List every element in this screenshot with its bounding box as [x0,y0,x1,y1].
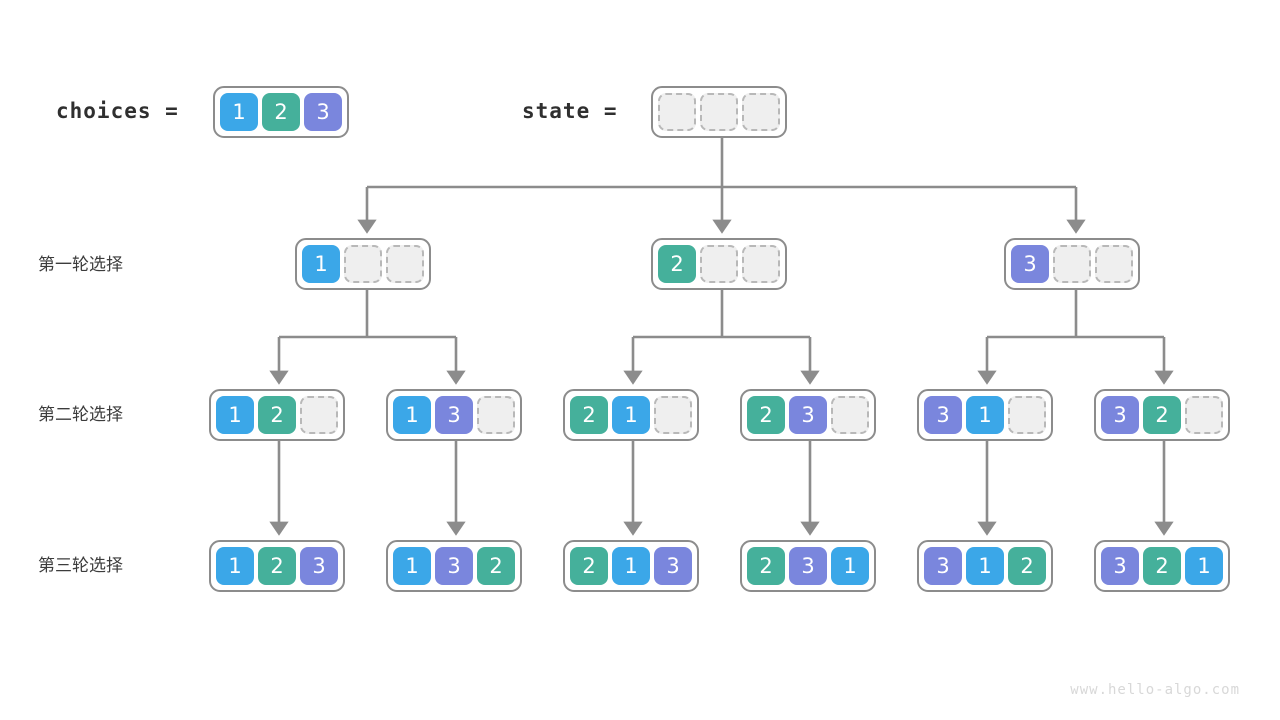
array-cell-empty [654,396,692,434]
array-cell-empty [700,93,738,131]
array-cell-1: 1 [966,396,1004,434]
array-cell-1: 1 [612,396,650,434]
array-cell-2: 2 [570,396,608,434]
array-cell-3: 3 [1011,245,1049,283]
row-label-2: 第二轮选择 [38,405,123,425]
state-node-r1-3: 3 [1004,238,1140,290]
array-cell-2: 2 [477,547,515,585]
array-cell-1: 1 [1185,547,1223,585]
array-cell-empty [658,93,696,131]
array-cell-2: 2 [747,396,785,434]
array-cell-empty [831,396,869,434]
state-array [651,86,787,138]
watermark: www.hello-algo.com [1070,682,1240,698]
array-cell-2: 2 [258,547,296,585]
array-cell-3: 3 [1101,547,1139,585]
array-cell-empty [386,245,424,283]
array-cell-2: 2 [570,547,608,585]
row-label-3: 第三轮选择 [38,556,123,576]
state-node-r1-1: 1 [295,238,431,290]
array-cell-1: 1 [393,396,431,434]
array-cell-2: 2 [1008,547,1046,585]
array-cell-1: 1 [220,93,258,131]
array-cell-empty [300,396,338,434]
array-cell-1: 1 [216,396,254,434]
array-cell-1: 1 [612,547,650,585]
array-cell-empty [1008,396,1046,434]
array-cell-empty [700,245,738,283]
array-cell-empty [477,396,515,434]
array-cell-2: 2 [1143,396,1181,434]
array-cell-2: 2 [1143,547,1181,585]
array-cell-3: 3 [924,396,962,434]
array-cell-empty [344,245,382,283]
array-cell-3: 3 [435,396,473,434]
array-cell-2: 2 [658,245,696,283]
array-cell-1: 1 [966,547,1004,585]
array-cell-2: 2 [258,396,296,434]
array-cell-empty [742,245,780,283]
choices-label: choices = [56,99,179,123]
array-cell-1: 1 [393,547,431,585]
array-cell-empty [1185,396,1223,434]
array-cell-3: 3 [789,547,827,585]
array-cell-empty [1053,245,1091,283]
state-label: state = [522,99,618,123]
array-cell-3: 3 [304,93,342,131]
array-cell-1: 1 [831,547,869,585]
array-cell-2: 2 [747,547,785,585]
array-cell-3: 3 [435,547,473,585]
array-cell-empty [742,93,780,131]
array-cell-empty [1095,245,1133,283]
state-node-r1-2: 2 [651,238,787,290]
array-cell-1: 1 [216,547,254,585]
array-cell-2: 2 [262,93,300,131]
row-label-1: 第一轮选择 [38,255,123,275]
array-cell-3: 3 [789,396,827,434]
array-cell-3: 3 [1101,396,1139,434]
array-cell-3: 3 [924,547,962,585]
array-cell-3: 3 [654,547,692,585]
array-cell-3: 3 [300,547,338,585]
array-cell-1: 1 [302,245,340,283]
